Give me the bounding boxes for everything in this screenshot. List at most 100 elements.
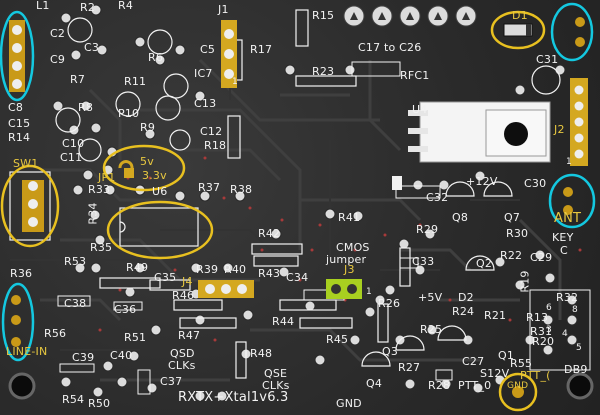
- label-q8: Q8: [452, 211, 469, 224]
- label-qsd: QSD: [170, 347, 195, 360]
- label-r24: R24: [452, 305, 475, 318]
- label-r36: R36: [10, 267, 33, 280]
- label-c30: C30: [524, 177, 547, 190]
- label-r48: R48: [250, 347, 273, 360]
- label-jumper: jumper: [326, 253, 367, 266]
- label-rfc1: RFC1: [400, 69, 430, 82]
- gnd-pad: [512, 386, 524, 398]
- db9-block: [529, 289, 591, 371]
- label-db9-4: 4: [562, 329, 568, 339]
- label-c13: C13: [194, 97, 217, 110]
- c32-mark: [392, 176, 402, 190]
- label-r8: R8: [78, 101, 94, 114]
- label-r25: R25: [420, 323, 443, 336]
- label-r41: R41: [338, 211, 361, 224]
- label-c31: C31: [536, 53, 559, 66]
- label-c8: C8: [8, 101, 24, 114]
- label-r31: R31: [530, 325, 553, 338]
- j4-header: [198, 280, 254, 298]
- label-q4: Q4: [366, 377, 383, 390]
- label-db9-6: 6: [546, 303, 552, 313]
- resistor-outlines: [99, 9, 411, 379]
- label-j2: J2: [554, 123, 565, 136]
- label-c35: C35: [154, 271, 177, 284]
- label-r47: R47: [178, 329, 201, 342]
- ant-pads: [563, 187, 573, 215]
- label-pin1-j3: 1: [366, 287, 372, 297]
- label-qsd-clks: CLKs: [168, 359, 196, 372]
- label-r18: R18: [204, 139, 227, 152]
- label-r55: R55: [510, 357, 533, 370]
- label-r26: R26: [378, 297, 401, 310]
- label-c34: C34: [286, 271, 309, 284]
- label-j3: J3: [344, 263, 355, 276]
- label-r32: R32: [556, 291, 579, 304]
- label-gnd2: GND: [507, 381, 529, 391]
- label-d2: D2: [458, 291, 474, 304]
- label-r14: R14: [8, 131, 31, 144]
- label-r4: R4: [118, 0, 134, 12]
- label-r39: R39: [196, 263, 219, 276]
- label-c36: C36: [114, 303, 137, 316]
- label-j4: J4: [182, 275, 193, 288]
- label-c12: C12: [200, 125, 223, 138]
- label-r35: R35: [90, 241, 113, 254]
- label-r45: R45: [326, 333, 349, 346]
- diode-d1: [503, 23, 533, 37]
- label-r17: R17: [250, 43, 273, 56]
- label-r50: R50: [88, 397, 111, 410]
- power-input-pads: [575, 17, 585, 47]
- j1-header: [221, 20, 237, 88]
- label-ic7: IC7: [194, 67, 213, 80]
- label-ptt1: PTT_(: [520, 369, 551, 382]
- label-gnd: GND: [336, 397, 362, 410]
- label-5v: 5v: [140, 155, 154, 168]
- label-12v: +12V: [466, 175, 498, 188]
- label-q7: Q7: [504, 211, 521, 224]
- label-c15: C15: [8, 117, 31, 130]
- label-db9: DB9: [564, 363, 588, 376]
- rfc1-coil: [351, 61, 401, 77]
- label-r27: R27: [398, 361, 421, 374]
- u4-regulator: [408, 101, 551, 163]
- label-c32: C32: [426, 191, 449, 204]
- label-ptt0: PTT_0: [458, 379, 492, 392]
- label-c27: C27: [462, 355, 485, 368]
- label-ant: ANT: [554, 211, 582, 226]
- label-r6: R6: [148, 51, 164, 64]
- label-r29: R29: [416, 223, 439, 236]
- label-u6: U6: [152, 185, 168, 198]
- left-edge-connector: [9, 20, 25, 92]
- label-d1: D1: [512, 9, 528, 22]
- label-r7: R7: [70, 73, 86, 86]
- label-sw1: SW1: [13, 157, 39, 170]
- label-r21: R21: [484, 309, 507, 322]
- label-qse-clks: CLKs: [262, 379, 290, 392]
- label-r20: R20: [532, 335, 555, 348]
- line-in-connector: [11, 295, 21, 347]
- c32-outline: [395, 185, 441, 199]
- label-r23: R23: [312, 65, 335, 78]
- capacitor-outlines: [55, 17, 561, 162]
- mounting-holes: [8, 372, 594, 400]
- label-r11: R11: [124, 75, 147, 88]
- label-c2: C2: [50, 27, 66, 40]
- label-r43: R43: [258, 267, 281, 280]
- label-qse: QSE: [264, 367, 288, 380]
- label-s12v: S12V: [480, 367, 510, 380]
- label-key: KEY: [552, 231, 574, 244]
- label-db9-8: 8: [572, 305, 578, 315]
- sw1-switch: [9, 171, 51, 241]
- label-jp1: JP1: [98, 171, 116, 184]
- label-line-in: LINE-IN: [6, 345, 48, 358]
- transistor-outlines: [361, 181, 513, 367]
- label-r54: R54: [62, 393, 85, 406]
- label-r34: R34: [86, 202, 100, 225]
- label-r15: R15: [312, 9, 335, 22]
- label-q1: Q1: [498, 349, 515, 362]
- label-r42: R42: [258, 227, 281, 240]
- label-j1: J1: [218, 3, 229, 16]
- label-p10: P10: [118, 107, 140, 120]
